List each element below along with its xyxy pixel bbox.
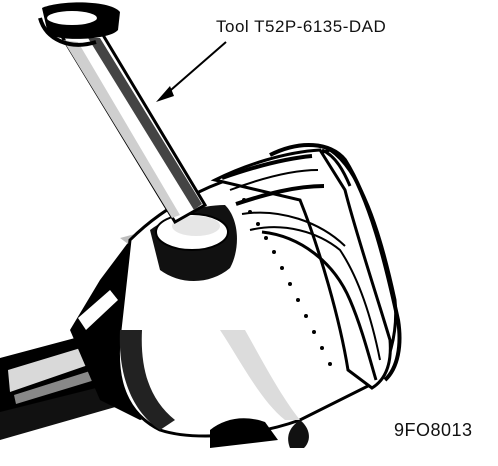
piston-ring-band: [210, 143, 402, 390]
figure-code-label: 9FO8013: [394, 420, 473, 440]
lower-detail-shading: [210, 418, 309, 448]
tool-callout-label: Tool T52P-6135-DAD: [216, 17, 387, 36]
tool-pin-driver: [38, 2, 208, 225]
callout-arrow: [156, 41, 227, 102]
